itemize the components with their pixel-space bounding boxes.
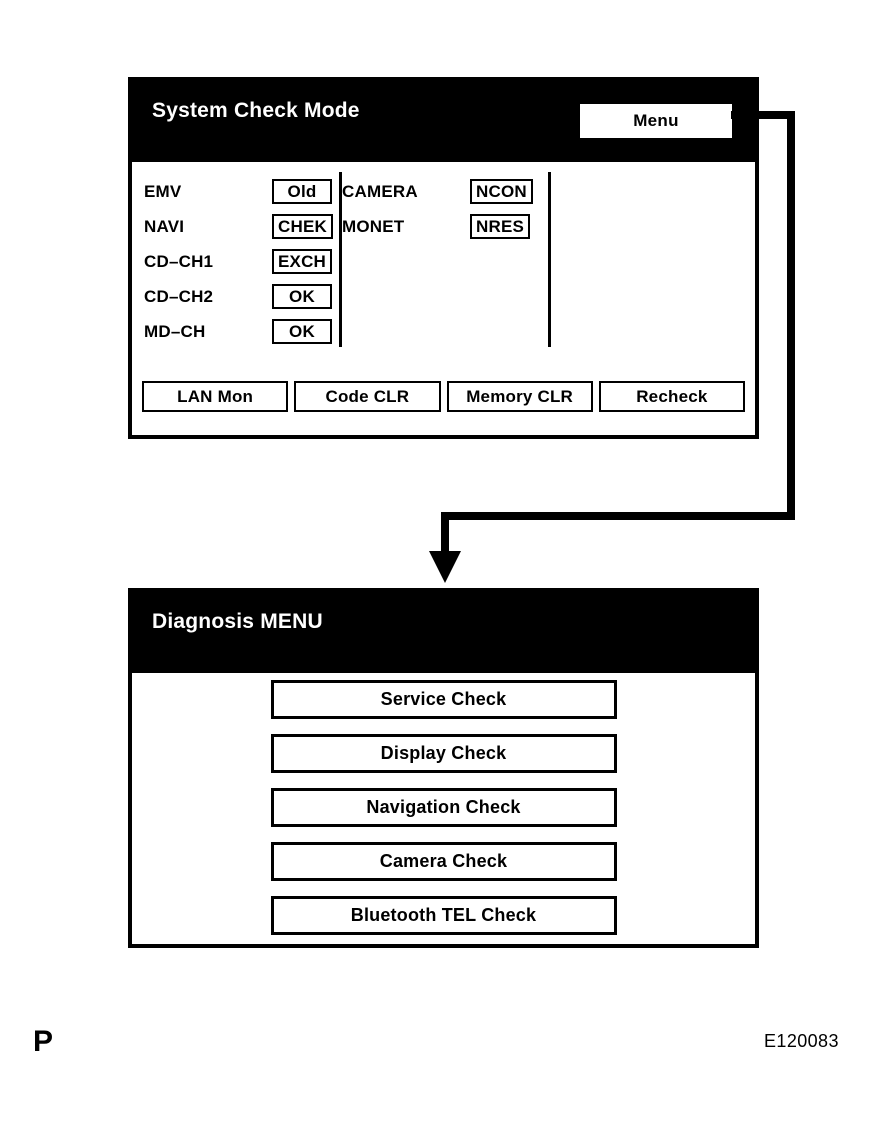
figure-id: E120083 xyxy=(764,1031,839,1051)
system-check-action-bar: LAN Mon Code CLR Memory CLR Recheck xyxy=(142,381,745,412)
diagnosis-menu-title: Diagnosis MENU xyxy=(152,610,323,633)
status-label: CD–CH1 xyxy=(144,251,214,271)
status-row: CD–CH2 OK xyxy=(144,279,344,314)
diagnosis-menu-screen: Diagnosis MENU Service Check Display Che… xyxy=(128,588,759,948)
status-row: CAMERA NCON xyxy=(342,174,552,209)
code-clr-button[interactable]: Code CLR xyxy=(294,381,441,412)
status-badge: NCON xyxy=(470,179,533,204)
navigation-check-button[interactable]: Navigation Check xyxy=(270,788,617,827)
service-check-button[interactable]: Service Check xyxy=(270,680,617,719)
status-badge: OK xyxy=(272,284,332,309)
bluetooth-tel-check-button[interactable]: Bluetooth TEL Check xyxy=(270,896,617,935)
status-label: MONET xyxy=(342,216,405,236)
menu-button[interactable]: Menu xyxy=(580,104,732,138)
recheck-button[interactable]: Recheck xyxy=(598,381,745,412)
status-badge: CHEK xyxy=(272,214,333,239)
system-check-title: System Check Mode xyxy=(152,99,360,122)
status-column-left: EMV Old NAVI CHEK CD–CH1 EXCH CD–CH2 OK … xyxy=(144,174,344,349)
status-column-right: CAMERA NCON MONET NRES xyxy=(342,174,552,244)
status-label: MD–CH xyxy=(144,321,206,341)
column-divider-2 xyxy=(548,172,551,347)
status-label: EMV xyxy=(144,181,182,201)
page-mark: P xyxy=(33,1025,54,1058)
status-row: MD–CH OK xyxy=(144,314,344,349)
status-label: NAVI xyxy=(144,216,185,236)
diagnosis-menu-body: Service Check Display Check Navigation C… xyxy=(128,673,759,948)
memory-clr-button[interactable]: Memory CLR xyxy=(446,381,593,412)
status-row: CD–CH1 EXCH xyxy=(144,244,344,279)
status-row: MONET NRES xyxy=(342,209,552,244)
status-label: CD–CH2 xyxy=(144,286,214,306)
system-check-header: System Check Mode Menu xyxy=(128,77,759,162)
status-badge: NRES xyxy=(470,214,531,239)
status-badge: OK xyxy=(272,319,332,344)
display-check-button[interactable]: Display Check xyxy=(270,734,617,773)
status-badge: EXCH xyxy=(272,249,333,274)
system-check-mode-screen: System Check Mode Menu EMV Old NAVI CHEK… xyxy=(128,77,759,439)
column-divider-1 xyxy=(339,172,342,347)
lan-mon-button[interactable]: LAN Mon xyxy=(142,381,289,412)
diagnosis-menu-header: Diagnosis MENU xyxy=(128,588,759,673)
status-badge: Old xyxy=(272,179,332,204)
status-label: CAMERA xyxy=(342,181,418,201)
status-row: EMV Old xyxy=(144,174,344,209)
camera-check-button[interactable]: Camera Check xyxy=(270,842,617,881)
status-row: NAVI CHEK xyxy=(144,209,344,244)
system-check-body: EMV Old NAVI CHEK CD–CH1 EXCH CD–CH2 OK … xyxy=(128,162,759,439)
